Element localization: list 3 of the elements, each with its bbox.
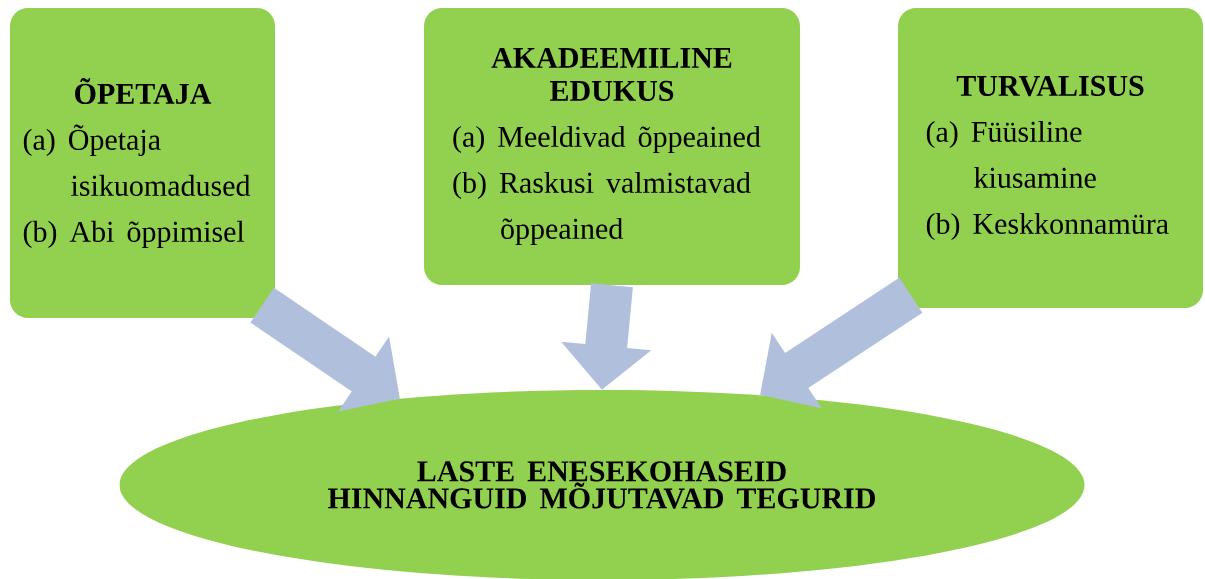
category-box: AKADEEMILINE EDUKUS (a) Meeldivad õppeained (b) Raskusi valmistavad õppeained bbox=[424, 8, 800, 285]
category-box: ÕPETAJA (a) Õpetaja isikuomadused (b) Abi õppimisel bbox=[10, 8, 275, 318]
category-box: TURVALISUS (a) Füüsiline kiusamine (b) Keskkonnamüra bbox=[898, 8, 1203, 308]
